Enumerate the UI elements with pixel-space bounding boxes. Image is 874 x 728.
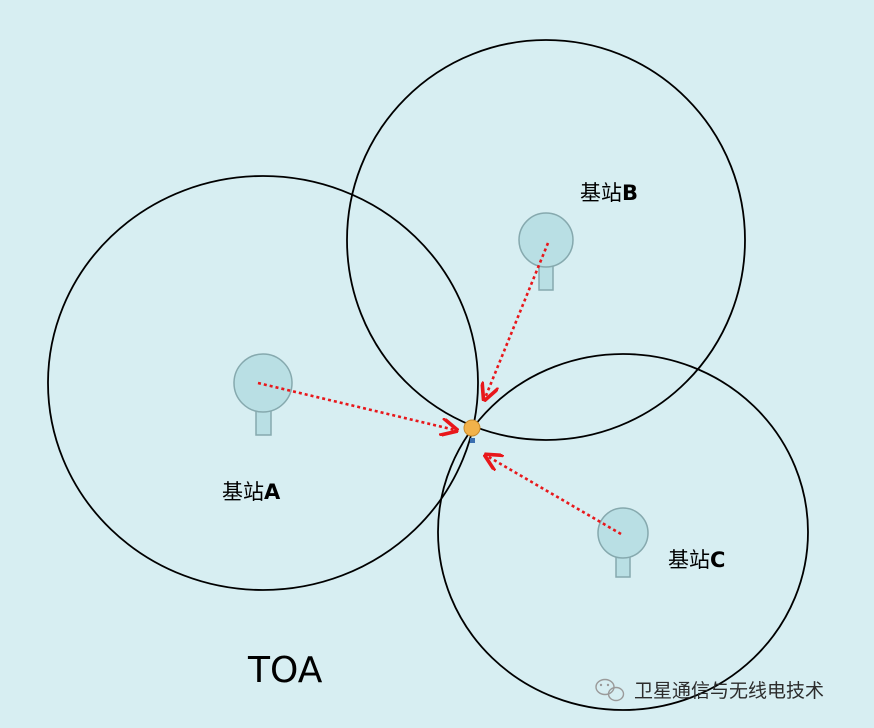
arrow-a-to-target — [257, 381, 455, 430]
wechat-icon — [595, 678, 625, 702]
station-b-tower-icon — [518, 212, 574, 291]
range-circle-b — [346, 39, 746, 441]
watermark-text: 卫星通信与无线电技术 — [634, 680, 824, 702]
arrow-b-to-target — [485, 242, 550, 398]
station-c-label: 基站C — [668, 548, 725, 572]
station-b-label: 基站B — [580, 181, 638, 205]
range-circle-c — [437, 353, 809, 711]
station-c-tower-icon — [597, 507, 649, 578]
watermark: 卫星通信与无线电技术 — [595, 678, 824, 702]
range-circle-a — [47, 175, 479, 591]
station-a-label: 基站A — [222, 480, 281, 504]
arrow-c-to-target — [487, 456, 622, 536]
target-device-icon — [463, 419, 481, 443]
station-a-tower-icon — [233, 353, 293, 436]
diagram-title: TOA — [247, 650, 323, 691]
